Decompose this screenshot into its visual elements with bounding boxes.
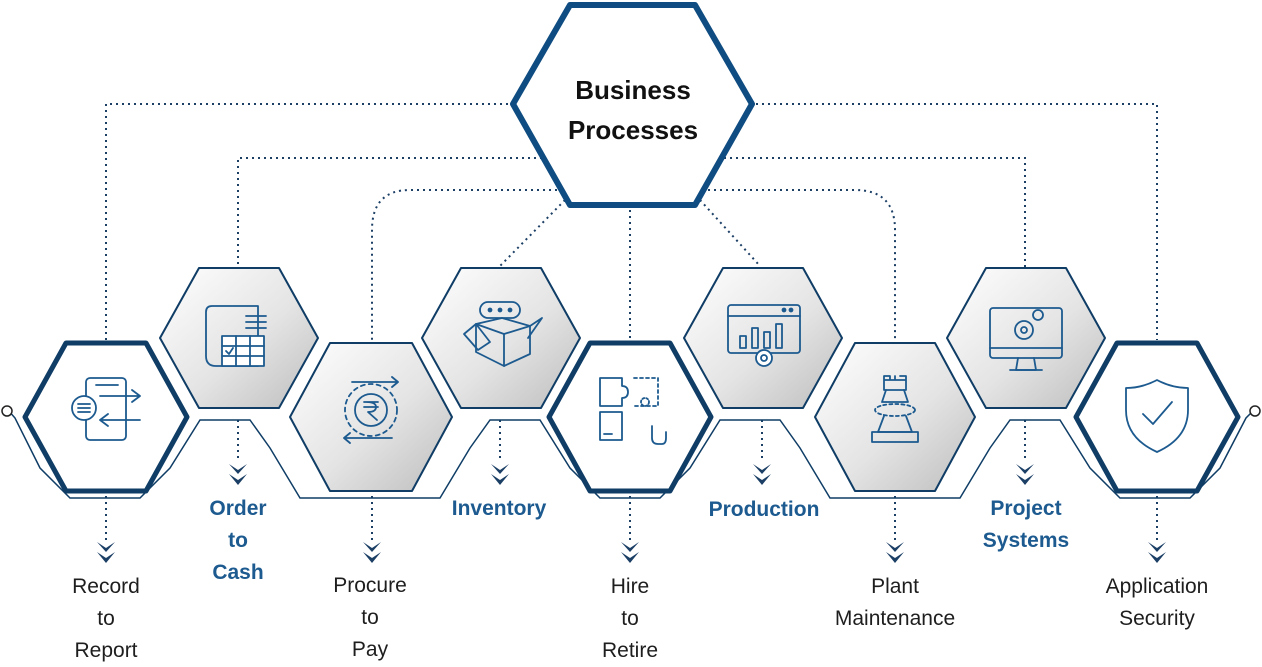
label-line: Retire — [601, 639, 659, 662]
connector-order-to-cash — [237, 157, 548, 268]
connector-plant-maintenance — [690, 189, 896, 340]
arrow-inventory — [491, 464, 509, 485]
center-title-line1: Business — [575, 75, 691, 105]
hexagon-hire-to-retire — [546, 340, 714, 494]
center-title: Business Processes — [535, 70, 731, 150]
arrow-record — [97, 542, 115, 563]
hexagon-application-security — [1073, 340, 1241, 494]
center-hexagon — [510, 2, 755, 208]
label-project-systems: Project Systems — [946, 493, 1106, 557]
label-plant-maintenance: Plant Maintenance — [815, 571, 975, 635]
label-line: Order — [209, 497, 267, 520]
arrow-order — [229, 464, 247, 485]
connector-record-to-report — [105, 103, 520, 340]
shield-check-icon — [1125, 379, 1189, 453]
invoice-icon — [205, 305, 267, 367]
label-line: to — [228, 529, 248, 552]
label-line: to — [621, 607, 639, 630]
arrowheads — [97, 464, 1166, 563]
connector-production — [699, 199, 761, 267]
arrow-hire — [621, 542, 639, 563]
connector-application-security — [744, 103, 1158, 340]
monitor-gear-icon — [989, 307, 1063, 371]
label-line: Record — [72, 575, 140, 598]
label-line: Plant — [871, 575, 919, 598]
hexagon-inventory — [421, 267, 581, 409]
hexagon-plant-maintenance — [814, 342, 976, 492]
label-line: Security — [1119, 607, 1195, 630]
label-line: Systems — [982, 529, 1070, 552]
puzzle-icon — [599, 377, 667, 445]
label-line: Hire — [610, 575, 650, 598]
label-line: Project — [990, 497, 1062, 520]
label-line: Procure — [333, 574, 407, 597]
arrow-plant — [886, 542, 904, 563]
hex-chain-frame — [1, 405, 1261, 499]
arrow-security — [1148, 542, 1166, 563]
label-line: Pay — [351, 638, 389, 661]
hexagon-record-to-report — [22, 340, 190, 494]
connector-lines — [105, 103, 1158, 540]
arrow-procure — [363, 542, 381, 563]
label-line: Application — [1105, 575, 1209, 598]
open-box-icon — [463, 301, 543, 367]
arrow-project — [1016, 464, 1034, 485]
label-record-to-report: Record to Report — [26, 571, 186, 667]
label-line: Inventory — [451, 497, 547, 520]
label-inventory: Inventory — [419, 493, 579, 525]
hexagon-procure-to-pay — [289, 342, 453, 492]
arrow-production — [753, 464, 771, 485]
label-line: Production — [708, 498, 820, 521]
connector-project-systems — [712, 157, 1026, 268]
document-transfer-icon — [71, 377, 141, 441]
dashboard-gear-icon — [727, 304, 801, 367]
label-production: Production — [684, 494, 844, 526]
label-order-to-cash: Order to Cash — [158, 493, 318, 589]
label-line: to — [97, 607, 115, 630]
label-hire-to-retire: Hire to Retire — [550, 571, 710, 667]
label-line: Maintenance — [834, 607, 956, 630]
label-line: Report — [74, 639, 138, 662]
label-procure-to-pay: Procure to Pay — [290, 570, 450, 666]
chess-rook-icon — [871, 375, 919, 443]
label-line: Cash — [212, 561, 264, 584]
center-title-line2: Processes — [567, 115, 699, 145]
label-application-security: Application Security — [1077, 571, 1237, 635]
connector-inventory — [499, 199, 566, 267]
rupee-cycle-icon — [343, 376, 399, 444]
label-line: to — [361, 606, 379, 629]
hexagon-production — [683, 267, 843, 409]
